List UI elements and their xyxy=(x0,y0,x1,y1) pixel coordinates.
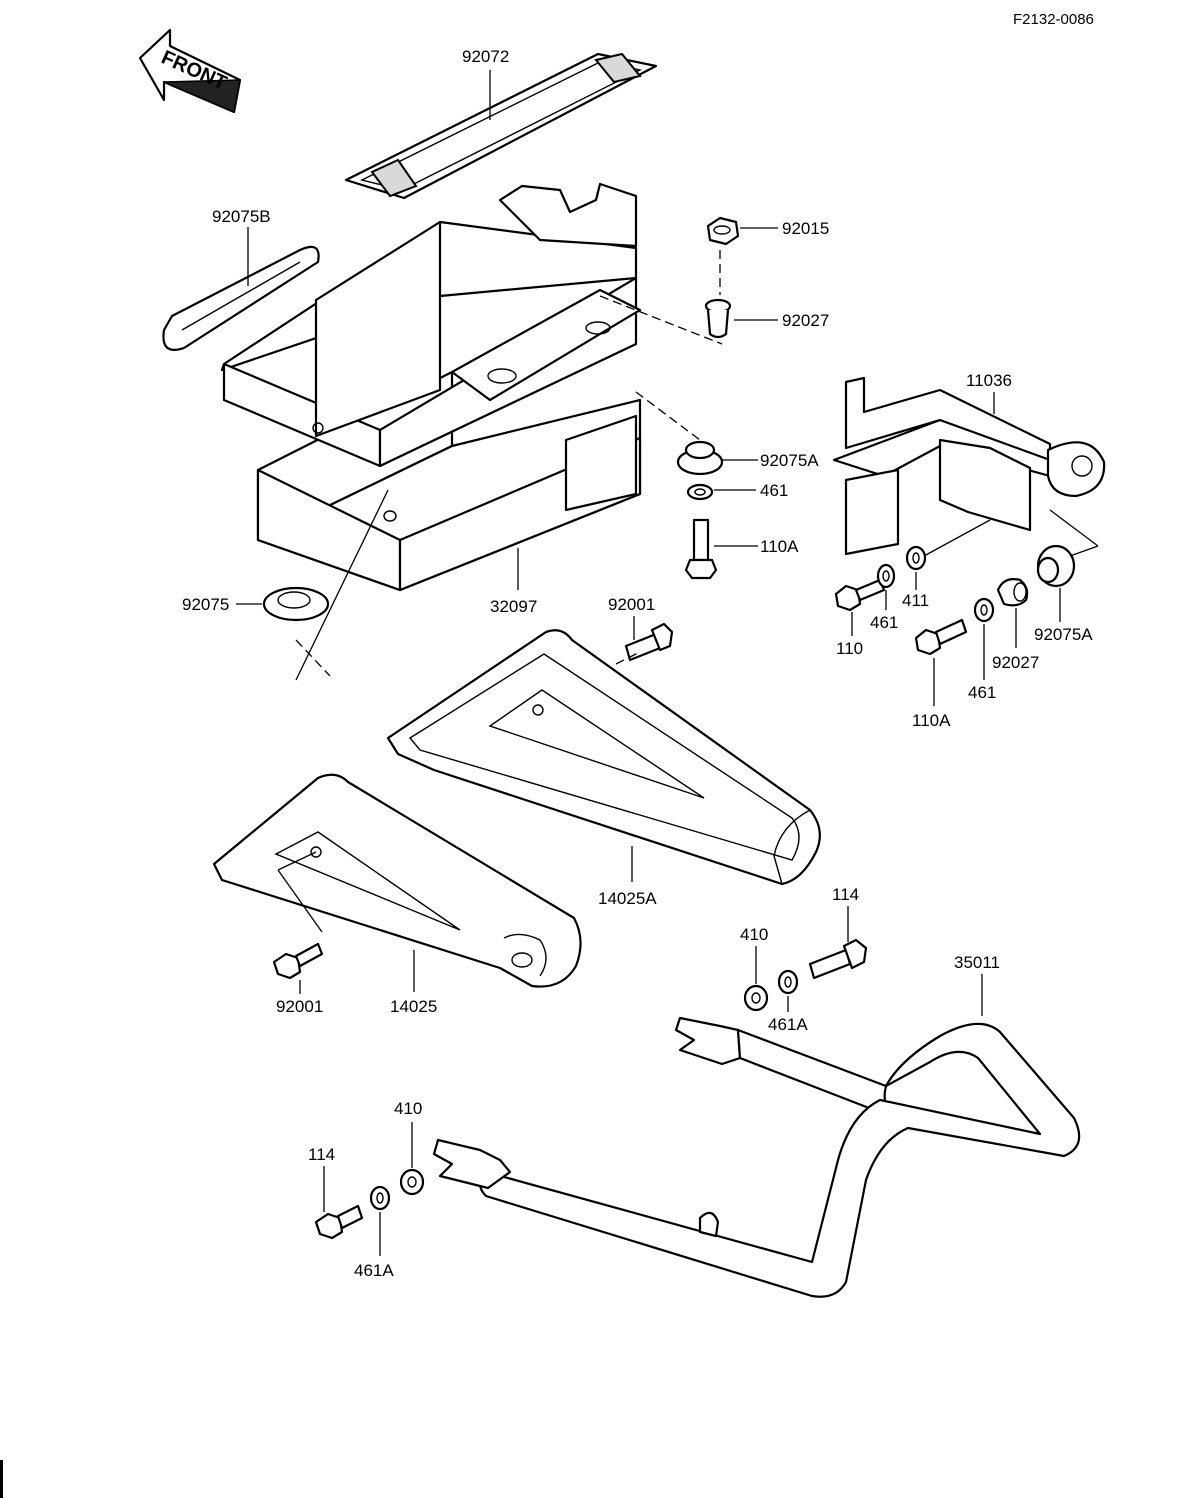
label-411: 411 xyxy=(902,591,929,610)
label-114-top: 114 xyxy=(832,885,859,904)
label-461-right: 461 xyxy=(968,683,996,702)
edge-mark xyxy=(0,1460,3,1498)
label-92027-top: 92027 xyxy=(782,311,829,330)
front-arrow-icon: FRONT xyxy=(138,28,242,114)
collar-92027-top xyxy=(704,298,732,339)
washer-461-right xyxy=(973,597,995,623)
bolt-92001-bottom xyxy=(272,942,324,980)
label-410-bottom: 410 xyxy=(394,1099,422,1118)
side-cover-14025A xyxy=(386,629,821,886)
label-410-top: 410 xyxy=(740,925,768,944)
label-461A-top: 461A xyxy=(768,1015,808,1034)
label-110A-right: 110A xyxy=(912,711,951,730)
bolt-92001-top xyxy=(624,622,674,662)
label-32097: 32097 xyxy=(490,597,537,616)
collar-92027-right xyxy=(996,578,1029,607)
battery-strap xyxy=(344,52,658,200)
label-92075: 92075 xyxy=(182,595,229,614)
guard-35011 xyxy=(432,1016,1081,1298)
bolt-110A-top xyxy=(684,518,718,580)
washer-411 xyxy=(905,545,927,571)
label-110A-top: 110A xyxy=(760,537,799,556)
washer-461A-top xyxy=(777,969,799,995)
label-92027-right: 92027 xyxy=(992,653,1039,672)
damper-92075A-right xyxy=(1036,544,1076,588)
bolt-110 xyxy=(834,578,886,612)
document-code: F2132-0086 xyxy=(1013,11,1094,28)
label-92015: 92015 xyxy=(782,219,829,238)
label-92001-top: 92001 xyxy=(608,595,655,614)
label-461-mid: 461 xyxy=(870,613,898,632)
side-cover-14025 xyxy=(212,773,582,988)
label-461-top: 461 xyxy=(760,481,788,500)
bolt-114-bottom xyxy=(314,1204,364,1240)
label-92075A-right: 92075A xyxy=(1034,625,1093,644)
washer-410-top xyxy=(743,984,769,1012)
label-92075B: 92075B xyxy=(212,207,271,226)
label-92001-bottom: 92001 xyxy=(276,997,323,1016)
washer-410-bottom xyxy=(399,1168,425,1196)
bolt-110A-right xyxy=(914,618,968,656)
strap-band xyxy=(162,245,320,351)
battery-case xyxy=(220,182,642,592)
label-11036: 11036 xyxy=(966,371,1012,390)
label-110: 110 xyxy=(836,639,863,658)
grommet-92075 xyxy=(262,586,330,622)
bolt-114-top xyxy=(808,938,868,980)
washer-461A-bottom xyxy=(369,1185,391,1211)
label-35011: 35011 xyxy=(954,953,1000,972)
label-92072: 92072 xyxy=(462,47,509,66)
label-92075A-top: 92075A xyxy=(760,451,819,470)
damper-92075A-top xyxy=(676,440,724,476)
nut-92015 xyxy=(706,216,740,246)
label-461A-bottom: 461A xyxy=(354,1261,394,1280)
label-14025: 14025 xyxy=(390,997,437,1016)
label-14025A: 14025A xyxy=(598,889,657,908)
washer-461-mid xyxy=(876,563,896,589)
bracket-11036 xyxy=(832,376,1106,556)
washer-461-top xyxy=(686,483,714,501)
label-114-bottom: 114 xyxy=(308,1145,335,1164)
